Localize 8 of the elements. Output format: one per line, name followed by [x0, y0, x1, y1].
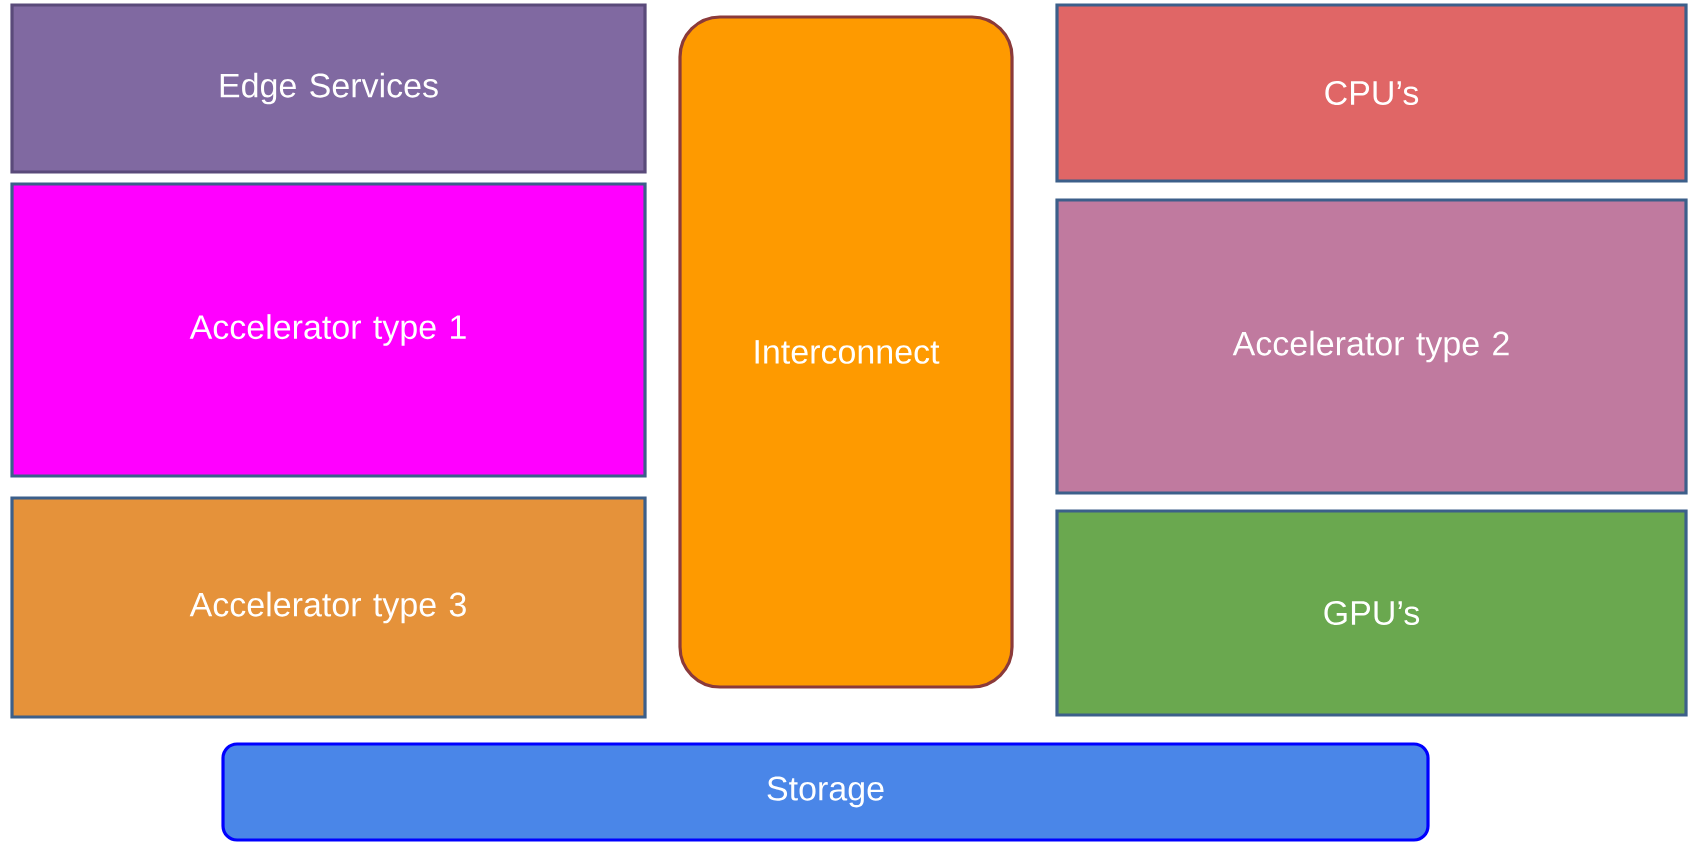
- component-box: GPU’s: [1055, 509, 1688, 717]
- component-box: Accelerator type 1: [10, 182, 647, 478]
- component-box: Accelerator type 3: [10, 496, 647, 719]
- interconnect-box: Interconnect: [678, 15, 1014, 689]
- component-box: Edge Services: [10, 3, 647, 174]
- storage-bar: Storage: [221, 742, 1430, 842]
- component-box: Accelerator type 2: [1055, 198, 1688, 495]
- component-box: CPU’s: [1055, 3, 1688, 183]
